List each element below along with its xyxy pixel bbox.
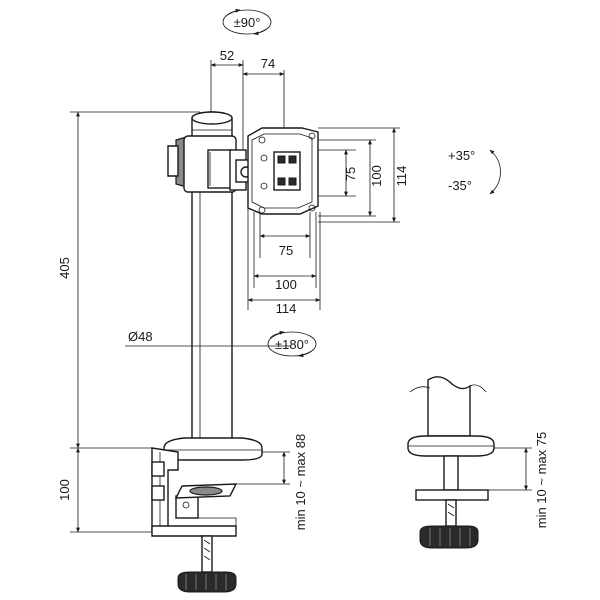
vesa-height-75-label: 75 [343,167,358,181]
vesa-height-114-label: 114 [394,166,409,187]
vesa-width-114-label: 114 [276,301,297,316]
rotation-180-label: ±180° [275,337,309,352]
rotation-90-indicator: ±90° [222,8,272,36]
grommet-mount-detail [407,376,495,549]
vesa-width-100-label: 100 [275,277,297,292]
dim-74-label: 74 [261,56,275,71]
pole-diameter-dim: Ø48 [125,329,290,347]
total-height-dim: 405 [57,111,200,449]
clamp-range-dim-1: min 10 ~ max 88 [236,434,308,530]
vesa-width-75-label: 75 [279,243,293,258]
clamp-range-dim-2: min 10 ~ max 75 [488,432,549,528]
dim-405-label: 405 [57,257,72,279]
tilt-indicator: +35° -35° [448,148,501,195]
vesa-width-dims: 75 100 114 [247,208,321,316]
dim-52-label: 52 [220,48,234,63]
head-offset-dims: 52 74 [210,48,285,150]
vesa-height-100-label: 100 [369,165,384,187]
vesa-height-dims: 75 100 114 [318,127,409,223]
tilt-up-label: +35° [448,148,475,163]
clamp-range-75-label: min 10 ~ max 75 [534,432,549,528]
pole-diameter-label: Ø48 [128,329,153,344]
tilt-head [167,135,252,193]
vesa-plate [247,127,319,215]
tilt-down-label: -35° [448,178,472,193]
rotation-90-label: ±90° [234,15,261,30]
dim-100-clamp-label: 100 [57,479,72,501]
desk-clamp [151,447,238,593]
clamp-height-dim: 100 [57,447,152,533]
clamp-range-88-label: min 10 ~ max 88 [293,434,308,530]
rotation-180-indicator: ±180° [267,330,317,358]
